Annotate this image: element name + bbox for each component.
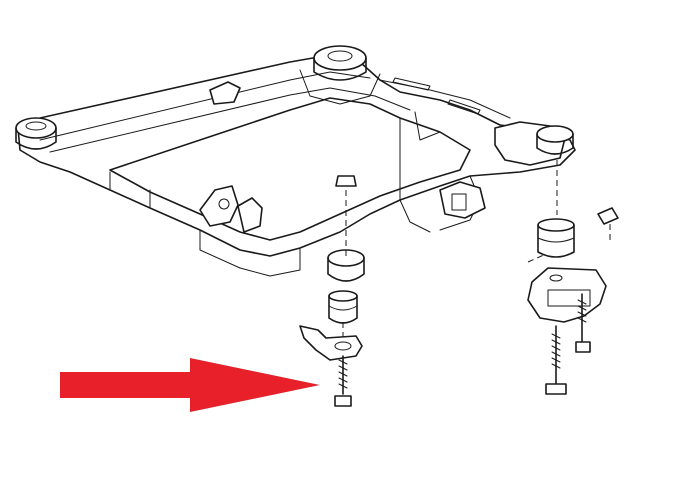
subframe [15, 45, 576, 282]
front-mount-stack [299, 175, 363, 407]
arrow-right-icon [60, 358, 320, 412]
rear-mount-stack [527, 160, 619, 395]
